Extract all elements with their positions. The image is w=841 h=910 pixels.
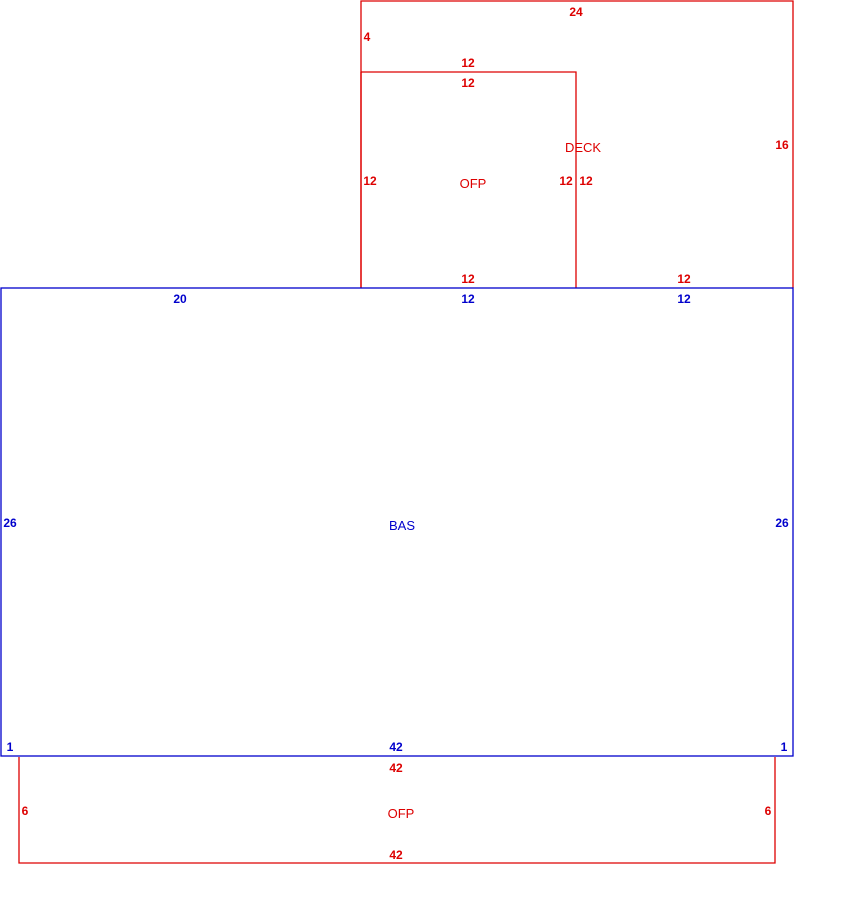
ofp-bottom-outline xyxy=(18,757,776,864)
ofp-bottom-right-dimension: 6 xyxy=(764,804,772,818)
deck-area-label: DECK xyxy=(564,140,602,155)
ofp-top-top-inner-dimension: 12 xyxy=(461,76,475,90)
ofp-top-top-outer-dimension: 12 xyxy=(461,56,475,70)
deck-top-dimension: 24 xyxy=(569,5,583,19)
deck-bottom-dimension: 12 xyxy=(677,272,691,286)
deck-left-upper-dimension: 4 xyxy=(363,30,371,44)
ofp-bottom-left-dimension: 6 xyxy=(21,804,29,818)
ofp-top-right-dimension: 12 xyxy=(559,174,573,188)
bas-outline xyxy=(0,287,794,757)
bas-top-middle-dimension: 12 xyxy=(461,292,475,306)
ofp-bottom-top-dimension: 42 xyxy=(389,761,403,775)
ofp-bottom-bottom-dimension: 42 xyxy=(389,848,403,862)
ofp-top-bottom-dimension: 12 xyxy=(461,272,475,286)
bas-bottom-left-jog-dimension: 1 xyxy=(6,740,14,754)
bas-right-dimension: 26 xyxy=(775,516,789,530)
ofp-top-left-dimension: 12 xyxy=(363,174,377,188)
bas-bottom-right-jog-dimension: 1 xyxy=(780,740,788,754)
bas-area-label: BAS xyxy=(388,518,416,533)
bas-left-dimension: 26 xyxy=(3,516,17,530)
deck-right-dimension: 16 xyxy=(775,138,789,152)
bas-bottom-dimension: 42 xyxy=(389,740,403,754)
bas-top-right-dimension: 12 xyxy=(677,292,691,306)
ofp-bottom-area-label: OFP xyxy=(387,806,415,821)
deck-inner-dimension: 12 xyxy=(579,174,593,188)
ofp-top-outline xyxy=(361,71,577,288)
bas-top-left-dimension: 20 xyxy=(173,292,187,306)
ofp-top-area-label: OFP xyxy=(459,176,487,191)
